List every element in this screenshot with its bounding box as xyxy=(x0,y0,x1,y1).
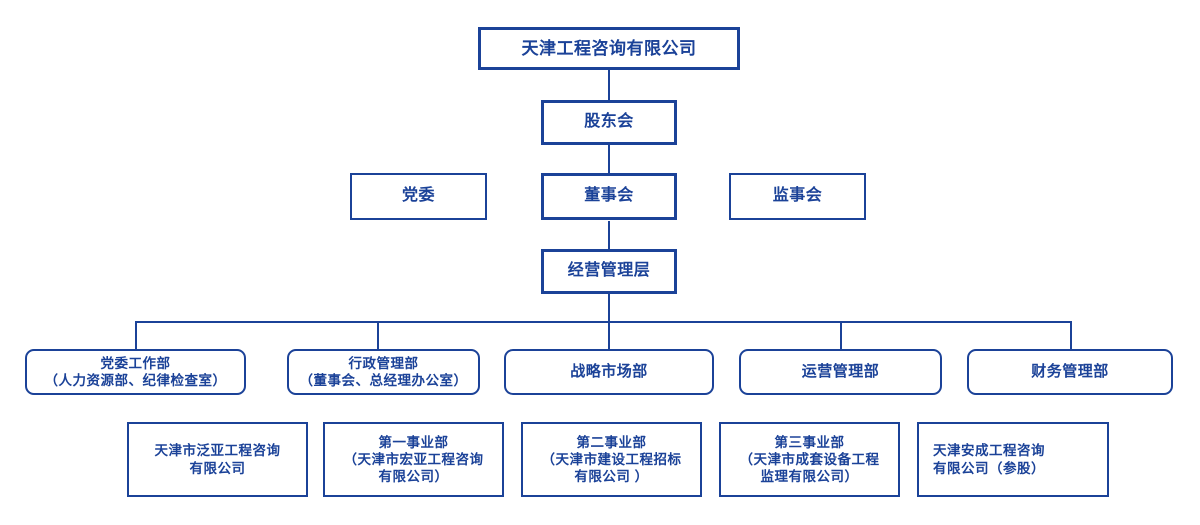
node-finance-dept-line-1: 财务管理部 xyxy=(1031,363,1109,381)
node-division-3[interactable]: 第三事业部 （天津市成套设备工程 监理有限公司） xyxy=(719,422,900,497)
node-division-1-line-2: （天津市宏亚工程咨询 xyxy=(343,451,484,467)
node-subsidiary-fanya[interactable]: 天津市泛亚工程咨询 有限公司 xyxy=(127,422,308,497)
connector-drop-administration xyxy=(377,321,379,349)
node-division-1-line-1: 第一事业部 xyxy=(378,434,449,450)
node-subsidiary-ancheng-line-2: 有限公司（参股） xyxy=(933,460,1045,476)
node-subsidiary-fanya-line-1: 天津市泛亚工程咨询 xyxy=(154,443,281,459)
node-party-committee-line-1: 党委 xyxy=(401,187,435,205)
node-division-2[interactable]: 第二事业部 （天津市建设工程招标 有限公司 ） xyxy=(521,422,702,497)
connector-drop-finance xyxy=(1070,321,1072,349)
node-management-layer-line-1: 经营管理层 xyxy=(567,262,651,280)
node-division-1-line-3: 有限公司） xyxy=(378,469,449,485)
connector-drop-operations xyxy=(840,321,842,349)
node-management-layer[interactable]: 经营管理层 xyxy=(541,249,677,294)
connector-drop-strategy xyxy=(608,321,610,349)
node-board-of-directors[interactable]: 董事会 xyxy=(541,173,677,220)
node-party-committee[interactable]: 党委 xyxy=(350,173,487,220)
connector-management-to-bus xyxy=(608,294,610,322)
node-operations-dept[interactable]: 运营管理部 xyxy=(739,349,942,395)
node-division-3-line-2: （天津市成套设备工程 xyxy=(739,451,880,467)
node-division-1[interactable]: 第一事业部 （天津市宏亚工程咨询 有限公司） xyxy=(323,422,504,497)
connector-company-to-shareholders xyxy=(608,70,610,100)
node-party-work-dept-line-2: （人力资源部、纪律检查室） xyxy=(44,373,227,388)
node-company[interactable]: 天津工程咨询有限公司 xyxy=(478,27,740,70)
connector-department-bus xyxy=(135,321,1072,323)
node-division-2-line-3: 有限公司 ） xyxy=(574,469,649,485)
node-strategy-market-dept-line-1: 战略市场部 xyxy=(570,363,648,381)
node-administration-dept-line-1: 行政管理部 xyxy=(348,355,419,371)
node-division-3-line-1: 第三事业部 xyxy=(774,434,845,450)
node-strategy-market-dept[interactable]: 战略市场部 xyxy=(504,349,714,395)
connector-board-to-management xyxy=(608,221,610,249)
node-administration-dept[interactable]: 行政管理部 （董事会、总经理办公室） xyxy=(287,349,480,395)
node-shareholders-meeting-line-1: 股东会 xyxy=(584,113,634,131)
connector-drop-party-work xyxy=(135,321,137,349)
node-division-2-line-1: 第二事业部 xyxy=(576,434,647,450)
node-party-work-dept[interactable]: 党委工作部 （人力资源部、纪律检查室） xyxy=(25,349,246,395)
node-party-work-dept-line-1: 党委工作部 xyxy=(100,355,171,371)
connector-shareholders-to-board xyxy=(608,145,610,175)
node-subsidiary-ancheng[interactable]: 天津安成工程咨询 有限公司（参股） xyxy=(917,422,1109,497)
node-shareholders-meeting[interactable]: 股东会 xyxy=(541,100,677,145)
node-board-of-supervisors-line-1: 监事会 xyxy=(772,187,823,205)
node-administration-dept-line-2: （董事会、总经理办公室） xyxy=(299,373,468,388)
node-board-of-directors-line-1: 董事会 xyxy=(584,187,634,205)
node-division-2-line-2: （天津市建设工程招标 xyxy=(541,451,682,467)
node-board-of-supervisors[interactable]: 监事会 xyxy=(729,173,866,220)
node-division-3-line-3: 监理有限公司） xyxy=(760,469,859,485)
node-subsidiary-fanya-line-2: 有限公司 xyxy=(189,460,246,476)
node-company-line-1: 天津工程咨询有限公司 xyxy=(521,38,697,58)
node-subsidiary-ancheng-line-1: 天津安成工程咨询 xyxy=(933,443,1045,459)
node-finance-dept[interactable]: 财务管理部 xyxy=(967,349,1173,395)
node-operations-dept-line-1: 运营管理部 xyxy=(801,363,880,381)
